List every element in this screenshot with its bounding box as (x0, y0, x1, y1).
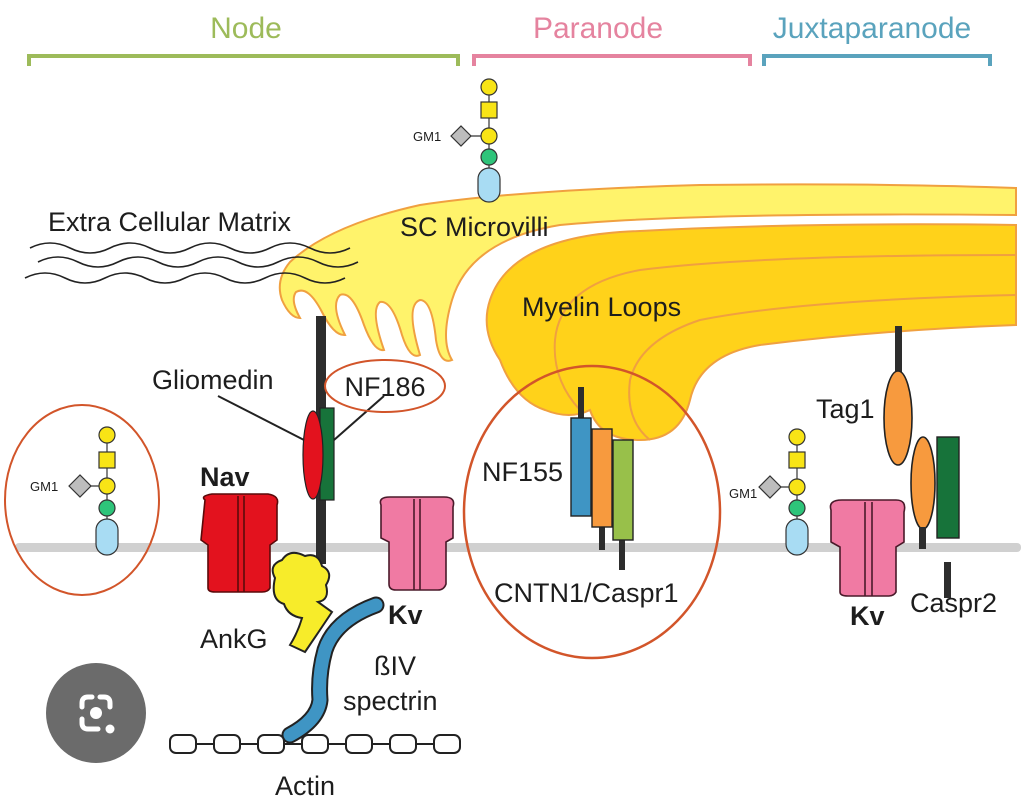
gm1-glycan-right (758, 428, 809, 556)
myelin-loops (485, 223, 1017, 442)
kv-channel-juxtaparanode (829, 499, 906, 597)
tag1-label: Tag1 (816, 394, 875, 424)
paranode-bracket (472, 54, 752, 66)
gliomedin-label: Gliomedin (152, 365, 274, 395)
nf186-pointer (333, 395, 385, 441)
extracellular-matrix-waves (24, 242, 359, 284)
node-bracket (27, 54, 460, 66)
gm1-glycan-left (68, 426, 119, 556)
gm1-right-label: GM1 (729, 486, 757, 501)
nf186-gliomedin-complex (302, 316, 335, 564)
beta-iv-spectrin-fill (283, 598, 383, 742)
google-lens-button[interactable] (46, 663, 146, 763)
juxtaparanode-label: Juxtaparanode (773, 12, 972, 45)
gm1-highlight-ellipse (4, 404, 160, 596)
gm1-top-label: GM1 (413, 129, 441, 144)
juxtaparanode-bracket (762, 54, 992, 66)
nf155-cntn1-caspr1-complex (570, 387, 634, 570)
gm1-left-label: GM1 (30, 479, 58, 494)
beta-iv-label: ßIV (374, 651, 416, 681)
ecm-label: Extra Cellular Matrix (48, 207, 292, 237)
nf186-label: NF186 (344, 372, 425, 402)
gm1-glycan-top (450, 78, 501, 203)
nav-label: Nav (200, 462, 250, 492)
paranode-highlight-circle (462, 364, 722, 660)
google-lens-icon (79, 694, 115, 734)
gliomedin-pointer (217, 395, 305, 441)
node-label: Node (210, 12, 282, 45)
kv-juxta-label: Kv (850, 601, 885, 631)
caspr2-protein (936, 436, 960, 598)
ankg-label: AnkG (200, 624, 268, 654)
sc-microvilli-label: SC Microvilli (400, 212, 549, 242)
actin-filament (169, 734, 461, 754)
myelin-loops-label: Myelin Loops (522, 292, 681, 322)
nf186-highlight-ellipse (324, 359, 446, 413)
nav-channel (200, 493, 279, 593)
schwann-cell-microvilli (278, 183, 1017, 362)
actin-label: Actin (275, 771, 335, 801)
ankg-protein (271, 551, 334, 654)
kv-channel-node (379, 496, 455, 591)
caspr2-label: Caspr2 (910, 588, 997, 618)
paranode-label: Paranode (533, 12, 663, 45)
spectrin-label: spectrin (343, 686, 438, 716)
tag1-protein (883, 326, 936, 549)
cntn1-caspr1-label: CNTN1/Caspr1 (494, 578, 679, 608)
kv-node-label: Kv (388, 600, 423, 630)
nf155-label: NF155 (482, 457, 563, 487)
